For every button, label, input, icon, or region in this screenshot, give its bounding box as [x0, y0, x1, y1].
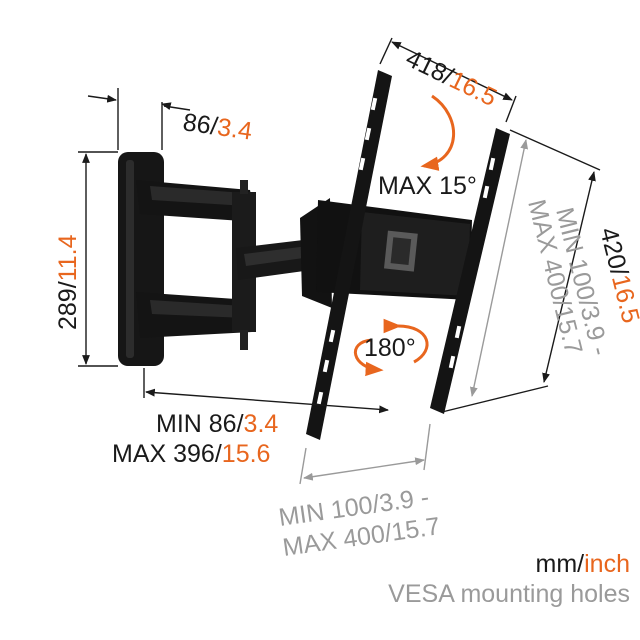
label-swivel: 180°: [364, 334, 416, 362]
dimension-lines: [78, 37, 601, 414]
label-arm-max: MAX 396/15.6: [112, 440, 270, 468]
label-arm-min: MIN 86/3.4: [156, 410, 278, 438]
legend-vesa: VESA mounting holes: [388, 580, 630, 608]
label-tilt: MAX 15°: [378, 172, 477, 200]
swivel-arrow-right-icon: [383, 318, 429, 364]
label-plate-width: 418/16.5: [401, 44, 501, 112]
legend-units: mm/inch: [536, 550, 630, 578]
wall-mount-product: [118, 70, 510, 440]
vesa-dimension-lines: [299, 139, 529, 485]
label-height: 289/11.4: [54, 234, 82, 330]
swivel-arrow-left-icon: [353, 338, 384, 377]
label-depth: 86/3.4: [181, 108, 254, 145]
rail-left: [306, 70, 392, 440]
tilt-arrow-icon: [420, 94, 456, 171]
